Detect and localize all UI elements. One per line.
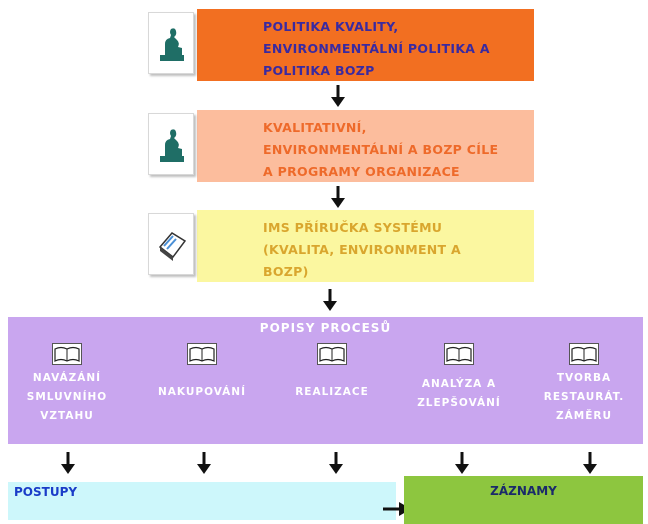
zaznamy-label: ZÁZNAMY [490,484,557,498]
thinker-statue-icon [148,113,194,175]
open-book-icon [569,343,599,365]
down-arrow-icon [329,452,343,474]
down-arrow-icon [323,289,337,311]
manual-text: IMS PŘÍRUČKA SYSTÉMU (KVALITA, ENVIRONME… [263,220,462,279]
process-title: POPISY PROCESŮ [259,321,392,335]
process-panel: POPISY PROCESŮ NAVÁZÁNÍ SMLUVNÍHO VZTAHU… [8,317,643,444]
open-book-icon [444,343,474,365]
down-arrow-icon [331,85,345,107]
goals-box: KVALITATIVNÍ, ENVIRONMENTÁLNÍ A BOZP CÍL… [143,110,534,182]
process-item: REALIZACE [273,343,391,402]
thinker-statue-icon [148,12,194,74]
down-arrow-icon [455,452,469,474]
open-book-icon [317,343,347,365]
process-label: ANALÝZA A ZLEPŠOVÁNÍ [417,378,501,409]
postupy-label: POSTUPY [14,485,78,499]
process-item: ANALÝZA A ZLEPŠOVÁNÍ [400,343,518,413]
zaznamy-box: ZÁZNAMY [404,476,643,524]
manual-box: IMS PŘÍRUČKA SYSTÉMU (KVALITA, ENVIRONME… [143,210,534,282]
down-arrow-icon [583,452,597,474]
down-arrow-icon [331,186,345,208]
process-item: NAKUPOVÁNÍ [143,343,261,402]
process-label: NAKUPOVÁNÍ [158,386,246,398]
goals-text: KVALITATIVNÍ, ENVIRONMENTÁLNÍ A BOZP CÍL… [263,120,499,179]
open-book-icon [52,343,82,365]
process-label: TVORBA RESTAURÁT. ZÁMĚRU [543,372,625,422]
process-item: NAVÁZÁNÍ SMLUVNÍHO VZTAHU [8,343,126,426]
process-item: TVORBA RESTAURÁT. ZÁMĚRU [525,343,643,426]
process-label: NAVÁZÁNÍ SMLUVNÍHO VZTAHU [26,372,108,422]
open-book-icon [187,343,217,365]
policy-text: POLITIKA KVALITY, ENVIRONMENTÁLNÍ POLITI… [263,19,490,78]
down-arrow-icon [197,452,211,474]
book-icon [148,213,194,275]
down-arrow-icon [61,452,75,474]
process-label: REALIZACE [295,386,369,398]
postupy-box: POSTUPY [8,482,396,520]
policy-box: POLITIKA KVALITY, ENVIRONMENTÁLNÍ POLITI… [143,9,534,81]
